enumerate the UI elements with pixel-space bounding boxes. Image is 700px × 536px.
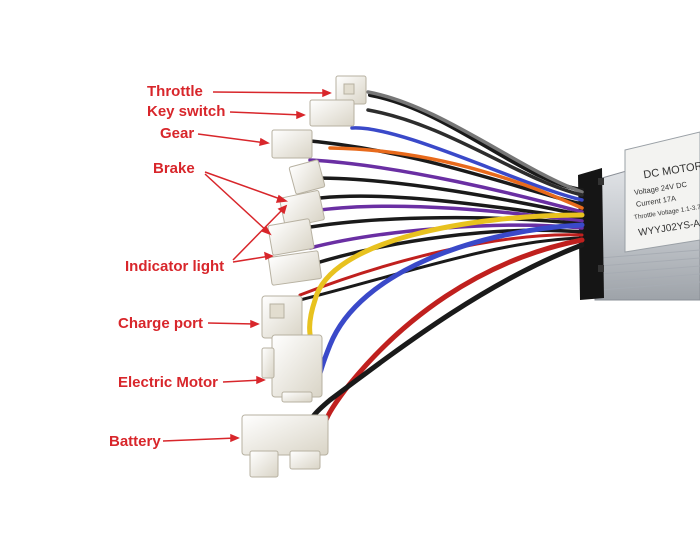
battery-connector: [241, 414, 329, 478]
label-indicator-light: Indicator light: [125, 258, 225, 275]
callout-arrows: [162, 88, 332, 443]
label-electric-motor: Electric Motor: [118, 374, 219, 391]
indicator-connector-2: [268, 250, 322, 286]
electric-motor-connector: [261, 334, 323, 403]
label-charge-port: Charge port: [118, 315, 204, 332]
charge-port-connector: [261, 295, 303, 339]
label-key-switch: Key switch: [147, 103, 226, 120]
label-gear: Gear: [160, 125, 195, 142]
gear-connector: [271, 129, 313, 159]
label-throttle: Throttle: [147, 83, 203, 100]
controller-box: [578, 131, 700, 301]
label-brake: Brake: [153, 160, 195, 177]
indicator-connector-1: [267, 218, 315, 256]
brake-connector-1: [288, 159, 326, 195]
key-switch-connector: [309, 99, 355, 127]
wire-bundle: [298, 90, 585, 428]
label-battery: Battery: [109, 433, 161, 450]
